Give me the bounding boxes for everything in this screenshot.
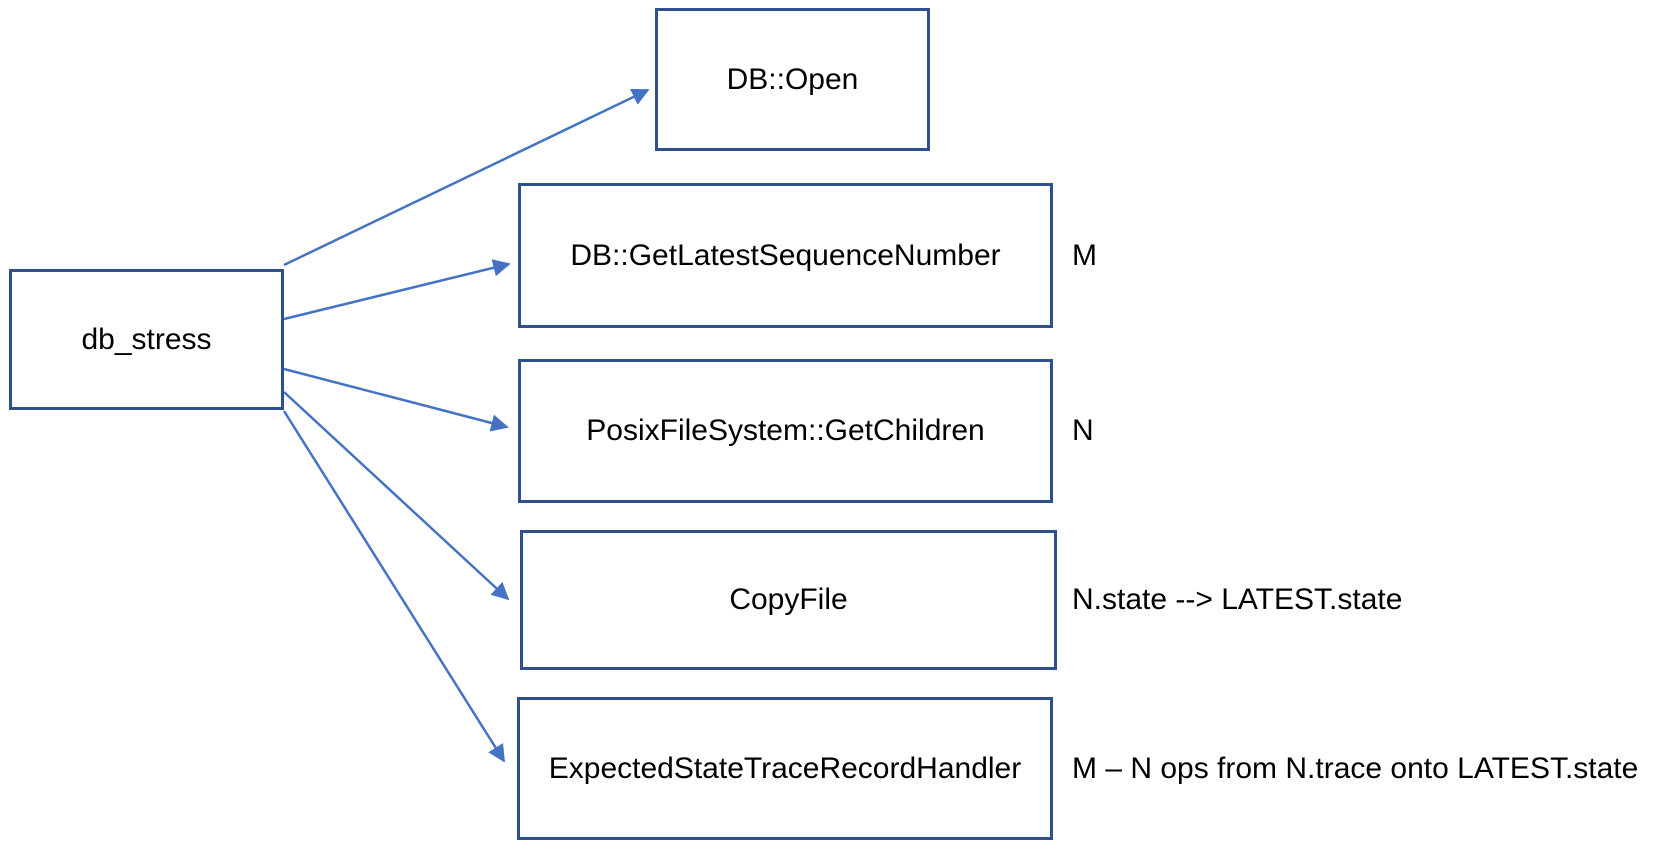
arrow-db-stress-to-getchildren <box>283 367 509 432</box>
arrow-db-stress-to-db-open <box>283 88 650 267</box>
annotation-expectedstate: M – N ops from N.trace onto LATEST.state <box>1072 751 1639 785</box>
node-posixfilesystem-getchildren: PosixFileSystem::GetChildren <box>518 359 1053 503</box>
node-db-getlatestsequencenumber: DB::GetLatestSequenceNumber <box>518 183 1053 328</box>
node-db-getlatestsequencenumber-label: DB::GetLatestSequenceNumber <box>570 238 1001 272</box>
node-copyfile: CopyFile <box>520 530 1057 670</box>
node-posixfilesystem-getchildren-label: PosixFileSystem::GetChildren <box>586 414 985 447</box>
arrow-db-stress-to-copyfile <box>283 391 510 601</box>
node-copyfile-label: CopyFile <box>729 583 848 616</box>
node-db-stress-label: db_stress <box>81 322 212 356</box>
node-db-stress: db_stress <box>9 269 284 410</box>
node-expectedstatetracerecordhandler-label: ExpectedStateTraceRecordHandler <box>548 751 1022 785</box>
annotation-n: N <box>1072 414 1094 447</box>
arrow-db-stress-to-getlatestsequencenumber <box>283 259 511 321</box>
annotation-copyfile: N.state --> LATEST.state <box>1072 583 1403 616</box>
node-db-open-label: DB::Open <box>726 62 859 96</box>
annotation-m: M <box>1072 238 1097 272</box>
node-expectedstatetracerecordhandler: ExpectedStateTraceRecordHandler <box>517 697 1053 840</box>
node-db-open: DB::Open <box>655 8 930 151</box>
arrow-db-stress-to-expectedstatetracerecordhandler <box>282 410 506 763</box>
